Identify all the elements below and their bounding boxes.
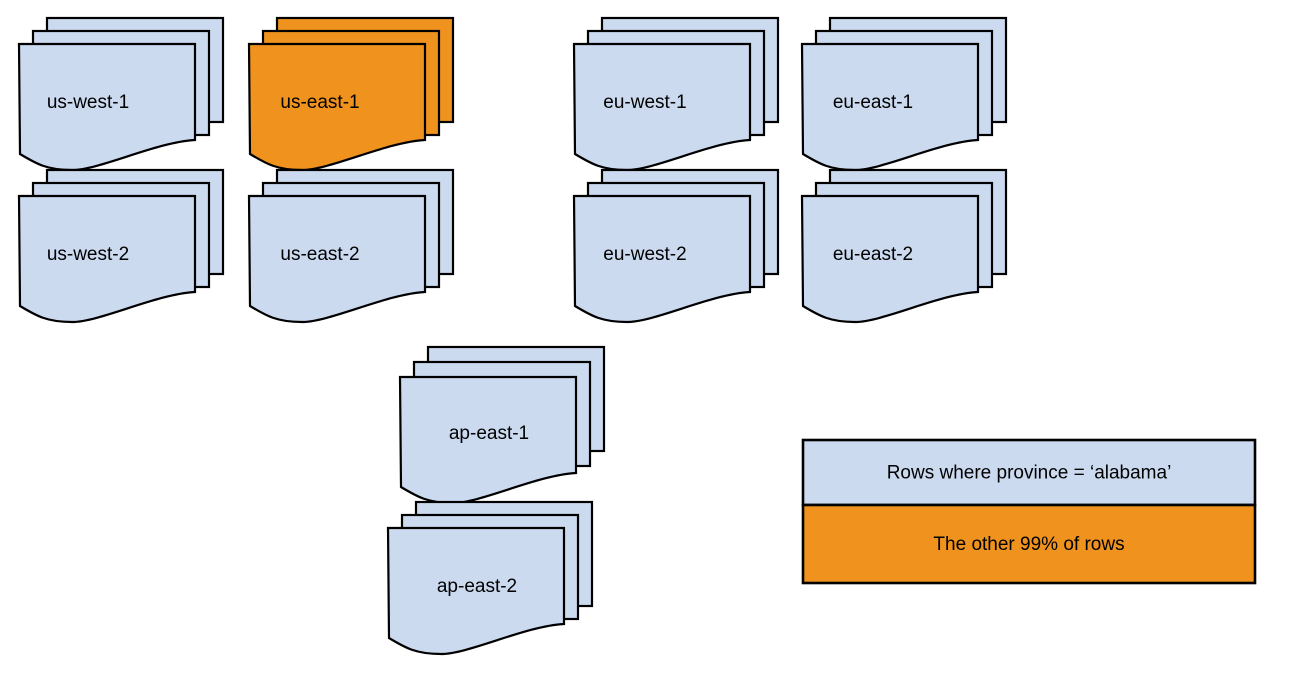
stack-label-eu-west-2: eu-west-2	[603, 244, 686, 265]
stack-front-sheet[interactable]	[247, 42, 427, 172]
stack-label-us-west-2: us-west-2	[47, 244, 129, 265]
stack-front-sheet[interactable]	[17, 42, 197, 172]
document-stack-us-west-1[interactable]: us-west-1	[17, 16, 225, 172]
legend-row-blue-swatch	[801, 438, 1257, 507]
legend-row-orange-swatch	[801, 503, 1257, 585]
stack-front-sheet[interactable]	[572, 42, 752, 172]
stack-front-sheet[interactable]	[386, 526, 566, 656]
legend-row-blue-label: Rows where province = ‘alabama’	[887, 463, 1172, 484]
legend-row-orange-label: The other 99% of rows	[933, 534, 1124, 555]
stack-label-eu-east-2: eu-east-2	[833, 244, 913, 265]
stack-label-ap-east-1: ap-east-1	[449, 423, 529, 444]
stack-label-us-east-1: us-east-1	[280, 92, 359, 113]
stack-front-sheet[interactable]	[800, 42, 980, 172]
document-stack-eu-east-1[interactable]: eu-east-1	[800, 16, 1008, 172]
stack-label-eu-east-1: eu-east-1	[833, 92, 913, 113]
legend-group: Rows where province = ‘alabama’ The other…	[801, 438, 1257, 585]
document-stack-ap-east-1[interactable]: ap-east-1	[398, 345, 606, 505]
stack-label-us-east-2: us-east-2	[280, 244, 359, 265]
document-stack-ap-east-2[interactable]: ap-east-2	[386, 500, 594, 656]
document-stack-us-east-2[interactable]: us-east-2	[247, 168, 455, 324]
document-stack-us-west-2[interactable]: us-west-2	[17, 168, 225, 324]
document-stacks-group: us-west-1 us-east-1 eu-west-1 eu-east-1 us-w…	[17, 16, 1008, 656]
stack-front-sheet[interactable]	[17, 194, 197, 324]
document-stack-eu-west-2[interactable]: eu-west-2	[572, 168, 780, 324]
stack-front-sheet[interactable]	[247, 194, 427, 324]
stack-label-ap-east-2: ap-east-2	[437, 576, 517, 597]
document-stack-eu-west-1[interactable]: eu-west-1	[572, 16, 780, 172]
document-stack-us-east-1[interactable]: us-east-1	[247, 16, 455, 172]
stack-front-sheet[interactable]	[572, 194, 752, 324]
stack-label-eu-west-1: eu-west-1	[603, 92, 686, 113]
stack-front-sheet[interactable]	[800, 194, 980, 324]
document-stack-eu-east-2[interactable]: eu-east-2	[800, 168, 1008, 324]
stack-label-us-west-1: us-west-1	[47, 92, 129, 113]
